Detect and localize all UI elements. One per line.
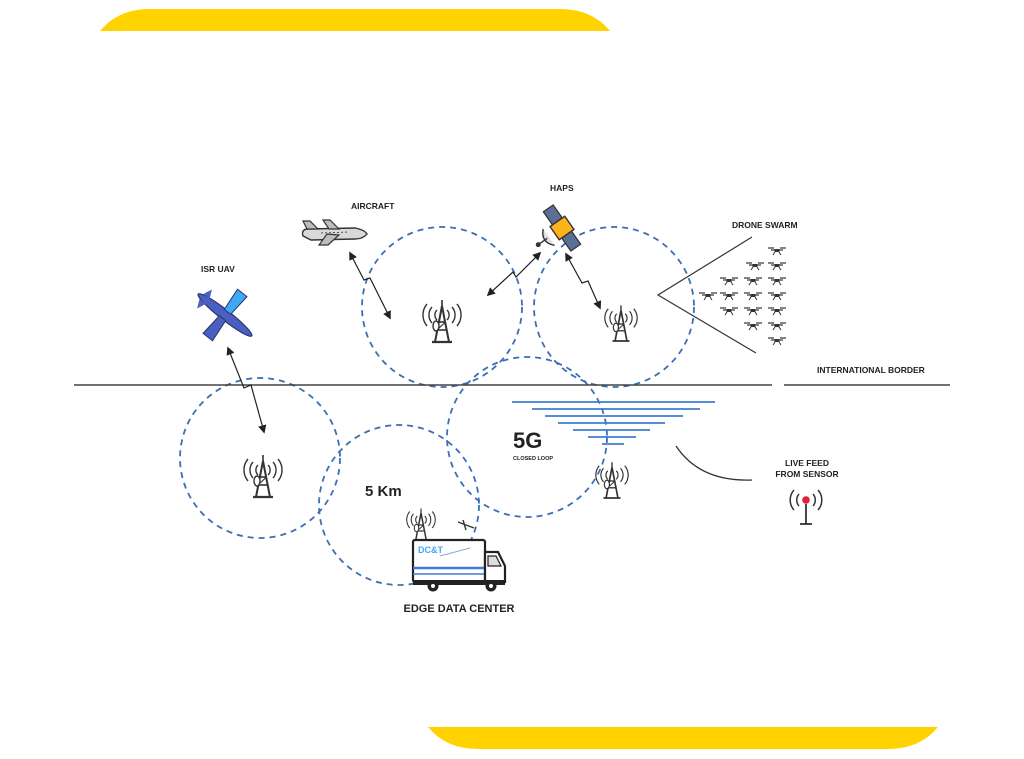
- link-arrow: [486, 251, 542, 297]
- drone-icon: [743, 307, 763, 316]
- five-g-label: 5G: [513, 428, 542, 453]
- coverage-circle: [179, 377, 341, 539]
- sensor-feed-line: [675, 445, 753, 481]
- drone-icon: [767, 292, 787, 301]
- drone-icon: [743, 277, 763, 286]
- airplane-icon: [301, 219, 368, 246]
- international-border-label: INTERNATIONAL BORDER: [817, 365, 925, 375]
- tower-icon: [242, 453, 284, 499]
- truck-icon: DC&T: [411, 519, 507, 592]
- coverage-circle: [318, 424, 480, 586]
- drone-swarm-label: DRONE SWARM: [732, 220, 798, 230]
- tower-icon: [603, 304, 639, 342]
- isr-uav-label: ISR UAV: [201, 264, 235, 274]
- uav-icon: [197, 288, 253, 342]
- drone-icon: [767, 322, 787, 331]
- satellite-icon: [535, 204, 582, 252]
- wireless-links: [226, 251, 602, 434]
- drone-icon: [767, 262, 787, 271]
- bottom-accent-bar: [428, 727, 938, 749]
- distance-label: 5 Km: [365, 483, 402, 500]
- aircraft-label: AIRCRAFT: [351, 201, 395, 211]
- drone-icon: [767, 307, 787, 316]
- top-accent-bar: [100, 9, 610, 31]
- drone-swarm: [698, 247, 787, 346]
- drone-icon: [719, 307, 739, 316]
- water-lines: [512, 401, 715, 445]
- truck-brand-label: DC&T: [418, 545, 443, 555]
- tower-icon: [405, 507, 437, 541]
- drone-icon: [743, 322, 763, 331]
- closed-loop-label: CLOSED LOOP: [513, 456, 553, 462]
- link-arrow: [226, 346, 267, 434]
- link-arrow: [349, 251, 391, 320]
- drone-icon: [719, 292, 739, 301]
- tower-icon: [421, 298, 463, 344]
- drone-icon: [743, 292, 763, 301]
- coverage-circle: [361, 226, 523, 388]
- drone-icon: [767, 277, 787, 286]
- drone-icon: [698, 292, 718, 301]
- sensor-antenna-icon: [789, 489, 823, 525]
- link-arrow: [565, 252, 602, 310]
- haps-label: HAPS: [550, 183, 574, 193]
- edge-data-center-label: EDGE DATA CENTER: [403, 603, 514, 615]
- drone-icon: [767, 337, 787, 346]
- from-sensor-label: FROM SENSOR: [775, 469, 838, 479]
- drone-icon: [745, 262, 765, 271]
- drone-icon: [767, 247, 787, 256]
- swarm-cone: [656, 236, 757, 354]
- coverage-circle: [533, 226, 695, 388]
- tower-icon: [594, 461, 630, 499]
- live-feed-label: LIVE FEED: [785, 458, 829, 468]
- drone-icon: [719, 277, 739, 286]
